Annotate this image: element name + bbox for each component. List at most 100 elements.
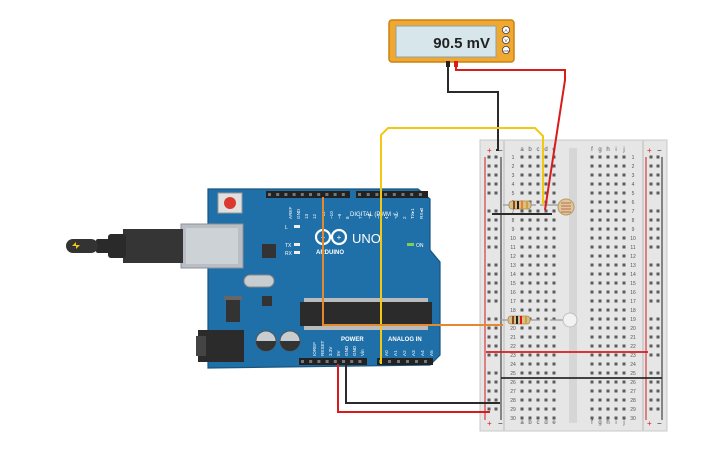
breadboard-hole[interactable] (606, 155, 610, 159)
breadboard-hole[interactable] (606, 254, 610, 258)
breadboard-hole[interactable] (544, 227, 548, 231)
rail-hole[interactable] (487, 389, 491, 393)
header-pin[interactable] (358, 193, 361, 196)
header-pin[interactable] (309, 193, 312, 196)
breadboard-hole[interactable] (590, 173, 594, 177)
breadboard-hole[interactable] (590, 353, 594, 357)
breadboard-hole[interactable] (544, 353, 548, 357)
breadboard-hole[interactable] (614, 326, 618, 330)
breadboard-hole[interactable] (614, 389, 618, 393)
breadboard-hole[interactable] (590, 380, 594, 384)
breadboard-hole[interactable] (606, 299, 610, 303)
breadboard-hole[interactable] (614, 407, 618, 411)
rail-hole[interactable] (487, 281, 491, 285)
breadboard-hole[interactable] (520, 182, 524, 186)
breadboard-hole[interactable] (544, 308, 548, 312)
breadboard-hole[interactable] (520, 227, 524, 231)
breadboard-hole[interactable] (552, 353, 556, 357)
breadboard-hole[interactable] (536, 326, 540, 330)
breadboard-hole[interactable] (622, 155, 626, 159)
breadboard-hole[interactable] (622, 245, 626, 249)
rail-hole[interactable] (649, 290, 653, 294)
breadboard-hole[interactable] (614, 362, 618, 366)
header-pin[interactable] (342, 360, 345, 363)
breadboard-hole[interactable] (606, 335, 610, 339)
breadboard-hole[interactable] (552, 227, 556, 231)
photoresistor[interactable] (540, 198, 575, 216)
header-pin[interactable] (317, 360, 321, 363)
breadboard-hole[interactable] (598, 380, 602, 384)
rail-hole[interactable] (494, 164, 498, 168)
breadboard-hole[interactable] (528, 191, 532, 195)
breadboard-hole[interactable] (552, 371, 556, 375)
rail-hole[interactable] (494, 155, 498, 159)
rail-hole[interactable] (656, 299, 660, 303)
rail-hole[interactable] (656, 263, 660, 267)
breadboard-hole[interactable] (544, 398, 548, 402)
breadboard-hole[interactable] (536, 227, 540, 231)
breadboard-hole[interactable] (590, 290, 594, 294)
breadboard-hole[interactable] (590, 182, 594, 186)
breadboard-hole[interactable] (614, 416, 618, 420)
breadboard-hole[interactable] (528, 164, 532, 168)
breadboard-hole[interactable] (520, 254, 524, 258)
breadboard-hole[interactable] (536, 335, 540, 339)
rail-hole[interactable] (656, 389, 660, 393)
breadboard-hole[interactable] (536, 398, 540, 402)
breadboard-hole[interactable] (622, 191, 626, 195)
rail-hole[interactable] (494, 317, 498, 321)
rail-hole[interactable] (649, 353, 653, 357)
analog-header[interactable] (377, 358, 433, 365)
breadboard-hole[interactable] (536, 263, 540, 267)
breadboard-hole[interactable] (552, 407, 556, 411)
breadboard-hole[interactable] (590, 398, 594, 402)
breadboard-hole[interactable] (590, 281, 594, 285)
breadboard-hole[interactable] (520, 245, 524, 249)
rail-hole[interactable] (656, 218, 660, 222)
header-pin[interactable] (341, 193, 345, 196)
breadboard-hole[interactable] (528, 218, 532, 222)
rail-hole[interactable] (494, 398, 498, 402)
rail-hole[interactable] (656, 191, 660, 195)
breadboard-hole[interactable] (544, 209, 548, 213)
rail-hole[interactable] (494, 173, 498, 177)
rail-hole[interactable] (487, 371, 491, 375)
rail-hole[interactable] (494, 191, 498, 195)
breadboard-hole[interactable] (536, 200, 540, 204)
breadboard-hole[interactable] (528, 281, 532, 285)
breadboard-hole[interactable] (614, 263, 618, 267)
breadboard-hole[interactable] (544, 164, 548, 168)
breadboard-hole[interactable] (520, 281, 524, 285)
breadboard-hole[interactable] (614, 272, 618, 276)
rail-hole[interactable] (649, 209, 653, 213)
breadboard-hole[interactable] (622, 335, 626, 339)
breadboard-hole[interactable] (590, 335, 594, 339)
rail-hole[interactable] (494, 335, 498, 339)
breadboard-hole[interactable] (536, 155, 540, 159)
breadboard-hole[interactable] (606, 236, 610, 240)
rail-hole[interactable] (494, 281, 498, 285)
header-pin[interactable] (325, 360, 329, 363)
breadboard-hole[interactable] (598, 281, 602, 285)
breadboard-hole[interactable] (528, 245, 532, 249)
breadboard-hole[interactable] (536, 362, 540, 366)
rail-hole[interactable] (649, 272, 653, 276)
breadboard-hole[interactable] (520, 263, 524, 267)
breadboard-hole[interactable] (528, 254, 532, 258)
rail-hole[interactable] (487, 218, 491, 222)
breadboard-hole[interactable] (552, 218, 556, 222)
breadboard-hole[interactable] (590, 227, 594, 231)
breadboard-hole[interactable] (528, 272, 532, 276)
rail-hole[interactable] (649, 155, 653, 159)
breadboard-hole[interactable] (606, 353, 610, 357)
rail-hole[interactable] (649, 317, 653, 321)
rail-hole[interactable] (656, 371, 660, 375)
rail-hole[interactable] (494, 371, 498, 375)
breadboard-hole[interactable] (606, 290, 610, 294)
breadboard-hole[interactable] (552, 308, 556, 312)
breadboard-hole[interactable] (536, 281, 540, 285)
breadboard-hole[interactable] (536, 254, 540, 258)
rail-hole[interactable] (649, 344, 653, 348)
breadboard-hole[interactable] (598, 299, 602, 303)
